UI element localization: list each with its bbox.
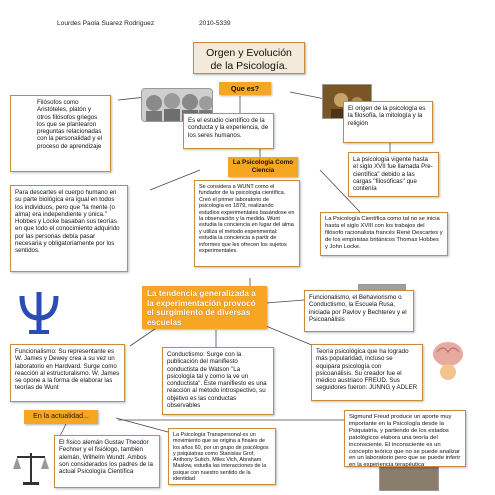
page-title: Orgen y Evolución de la Psicología.	[193, 42, 305, 74]
wunt-box: Se considera a WUNT como el fundador de …	[194, 180, 300, 267]
psicoanalisis-box: Teoría psicológica que ha logrado más po…	[311, 344, 423, 401]
como-ciencia-label: La Psicología Como Ciencia	[228, 157, 298, 177]
escuelas-text: Funcionalismo, el Behaviorismo o Conduct…	[309, 294, 407, 323]
cientifica-text: La Psicología Científica como tal no se …	[325, 216, 443, 250]
conductismo-text: Conductismo: Surge con la publicación de…	[167, 351, 267, 410]
fechner-box: El físico alemán Gustav Theodor Fechner …	[54, 435, 160, 488]
wunt-text: Se considera a WUNT como el fundador de …	[199, 184, 295, 255]
psi-symbol-image	[14, 288, 64, 336]
cientifica-box: La Psicología Científica como tal no se …	[320, 212, 448, 256]
descartes-text: Para descartes el cuerpo humano en su pa…	[15, 189, 120, 255]
tendencia-banner: La tendencia generalizada a la experimen…	[142, 286, 267, 329]
definicion-box: Es el estudio científico de la conducta …	[183, 113, 274, 149]
brain-figure	[433, 342, 463, 380]
scale-image	[11, 447, 51, 487]
filosofos-text: Filósofos como Aristóteles, platón y otr…	[37, 99, 103, 150]
funcionalismo-text: Funcionalismo: Su representante es W. Ja…	[15, 348, 120, 392]
descartes-box: Para descartes el cuerpo humano en su pa…	[10, 185, 128, 272]
definicion-text: Es el estudio científico de la conducta …	[188, 117, 269, 139]
origen-text: El origen de la psicología es la filosof…	[348, 105, 426, 127]
transpersonal-text: La Psicología Transpersonal es un movimi…	[173, 432, 269, 483]
scale-figure	[13, 453, 49, 485]
conductismo-box: Conductismo: Surge con la publicación de…	[162, 347, 274, 415]
brain-image	[429, 338, 467, 382]
freud-box: Sigmund Freud produce un aporte muy impo…	[344, 410, 466, 469]
fechner-text: El físico alemán Gustav Theodor Fechner …	[59, 439, 153, 476]
funcionalismo-box: Funcionalismo: Su representante es W. Ja…	[10, 344, 125, 402]
filosofos-box: Filósofos como Aristóteles, platón y otr…	[10, 95, 111, 172]
student-code: 2010-5339	[199, 20, 231, 27]
vigente-box: La psicología vigente hasta el siglo XVI…	[348, 152, 439, 197]
que-es-label: Que es?	[219, 82, 271, 95]
author-name: Lourdes Paola Suarez Rodriguez	[57, 20, 155, 27]
escuelas-box: Funcionalismo, el Behaviorismo o Conduct…	[304, 290, 414, 332]
freud-text: Sigmund Freud produce un aporte muy impo…	[349, 414, 461, 469]
origen-box: El origen de la psicología es la filosof…	[343, 101, 433, 143]
transpersonal-box: La Psicología Transpersonal es un movimi…	[168, 428, 276, 485]
psicoanalisis-text: Teoría psicológica que ha logrado más po…	[316, 348, 418, 392]
freud-image	[379, 466, 439, 491]
psi-figure	[19, 292, 59, 334]
vigente-text: La psicología vigente hasta el siglo XVI…	[353, 156, 433, 193]
actualidad-label: En la actualidad...	[24, 410, 98, 424]
